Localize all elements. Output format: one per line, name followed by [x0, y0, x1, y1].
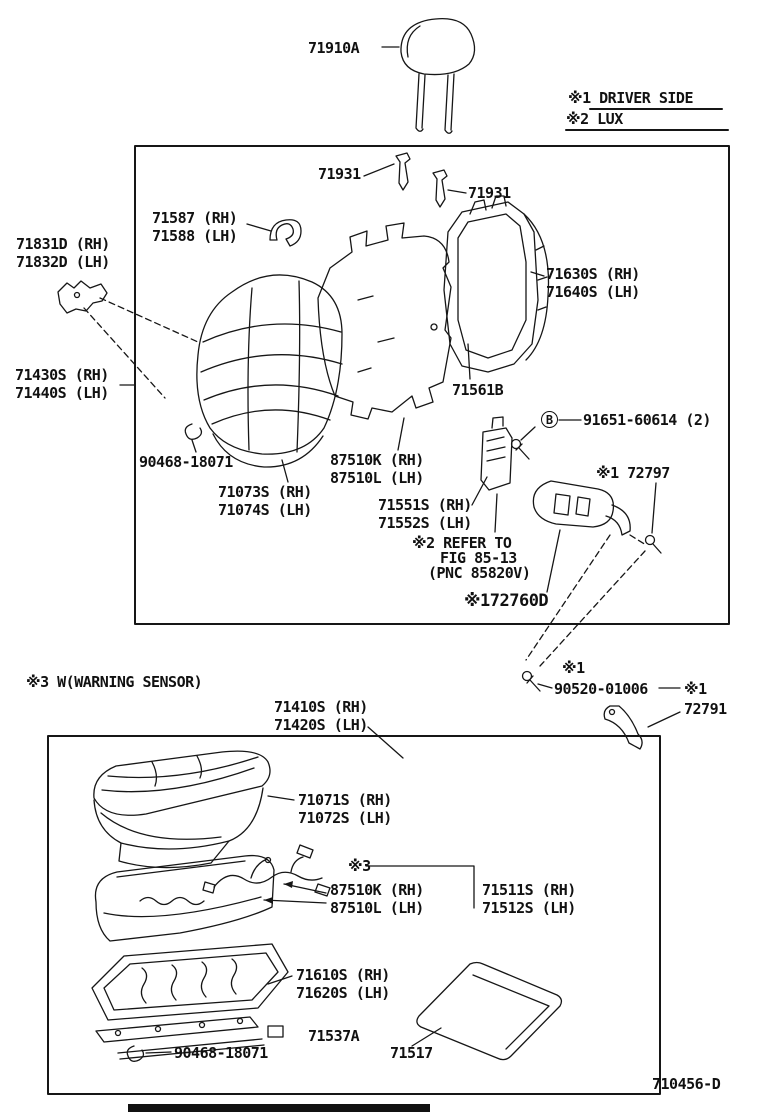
seatback-pad-drawing: [317, 222, 452, 451]
part-label-71410S-rh: 71410S (RH): [274, 698, 368, 716]
part-label-71630S-rh: 71630S (RH): [546, 265, 640, 283]
mark-3: ※3: [348, 857, 371, 875]
part-label-71430S-rh: 71430S (RH): [15, 366, 109, 384]
seatback-frame-drawing: [443, 195, 550, 380]
mark-1b: ※1: [684, 680, 707, 698]
screw-drawing: [521, 670, 681, 728]
part-label-71071S-rh: 71071S (RH): [298, 791, 392, 809]
drawing-code: 710456-D: [652, 1075, 721, 1093]
note-refer-line1: ※2 REFER TO: [412, 534, 512, 552]
lower-assembly-box: [47, 735, 661, 1095]
clip-71537-drawing: [267, 1025, 284, 1038]
note-warning-sensor: ※3 W(WARNING SENSOR): [26, 673, 203, 691]
note-underlines: [565, 108, 729, 131]
part-label-71931-a: 71931: [318, 165, 361, 183]
clip-drawing-lower: [126, 1045, 172, 1062]
part-label-71610S-rh: 71610S (RH): [296, 966, 390, 984]
wire-harness-drawing: [202, 844, 475, 909]
part-label-71640S-lh: 71640S (LH): [546, 283, 640, 301]
seat-panel-drawing: [411, 961, 563, 1061]
bolt-marker-b: B: [541, 411, 558, 428]
scan-edge-mark: [128, 1104, 430, 1112]
hinge-bracket-drawing: [57, 280, 199, 399]
part-label-71072S-lh: 71072S (LH): [298, 809, 392, 827]
bolt-drawing: [510, 419, 582, 460]
cushion-pad-drawing: [94, 854, 275, 942]
headrest-support-drawing: [363, 152, 467, 208]
part-label-87510K-rh-lower: 87510K (RH): [330, 881, 424, 899]
part-label-71517: 71517: [390, 1044, 433, 1062]
note-refer-line3: (PNC 85820V): [428, 564, 531, 582]
part-label-90520-01006: 90520-01006: [554, 680, 648, 698]
part-label-71832D-lh: 71832D (LH): [16, 253, 110, 271]
cushion-assy-leader: [119, 384, 404, 759]
note-lux: ※2 LUX: [566, 110, 623, 128]
part-label-71537A: 71537A: [308, 1027, 360, 1045]
part-label-71440S-lh: 71440S (LH): [15, 384, 109, 402]
cushion-cover-drawing: [93, 750, 295, 869]
part-label-71588-lh: 71588 (LH): [152, 227, 238, 245]
clip-drawing-upper: [184, 423, 203, 453]
mark-1a: ※1: [562, 659, 585, 677]
headrest-drawing: [381, 17, 476, 134]
part-label-71587-rh: 71587 (RH): [152, 209, 238, 227]
part-label-91651-60614: 91651-60614 (2): [583, 411, 711, 429]
part-label-90468-18071-lower: 90468-18071: [174, 1044, 268, 1062]
part-label-87510L-lh-lower: 87510L (LH): [330, 899, 424, 917]
part-label-87510L-lh-upper: 87510L (LH): [330, 469, 424, 487]
part-label-90468-18071-upper: 90468-18071: [139, 453, 233, 471]
part-label-71561B: 71561B: [452, 381, 504, 399]
seatback-cover-drawing: [196, 274, 343, 483]
part-label-71074S-lh: 71074S (LH): [218, 501, 312, 519]
part-label-71620S-lh: 71620S (LH): [296, 984, 390, 1002]
part-label-71931-b: 71931: [468, 184, 511, 202]
part-label-71551S-rh: 71551S (RH): [378, 496, 472, 514]
lumbar-support-drawing: [525, 480, 662, 667]
actuator-drawing: [471, 416, 513, 533]
part-label-72797: ※1 72797: [596, 464, 670, 482]
part-label-71073S-rh: 71073S (RH): [218, 483, 312, 501]
recline-handle-drawing: [603, 705, 643, 750]
part-label-71511S-rh: 71511S (RH): [482, 881, 576, 899]
part-label-71552S-lh: 71552S (LH): [378, 514, 472, 532]
note-driver-side: ※1 DRIVER SIDE: [568, 89, 693, 107]
part-label-71420S-lh: 71420S (LH): [274, 716, 368, 734]
part-label-71831D-rh: 71831D (RH): [16, 235, 110, 253]
part-label-87510K-rh-upper: 87510K (RH): [330, 451, 424, 469]
part-label-71910A: 71910A: [308, 39, 360, 57]
part-label-72760D: ※172760D: [464, 591, 549, 611]
hook-drawing: [246, 219, 302, 247]
note-refer-line2: FIG 85-13: [440, 549, 517, 567]
cushion-frame-drawing: [91, 943, 293, 1060]
part-label-72791: 72791: [684, 700, 727, 718]
part-label-71512S-lh: 71512S (LH): [482, 899, 576, 917]
